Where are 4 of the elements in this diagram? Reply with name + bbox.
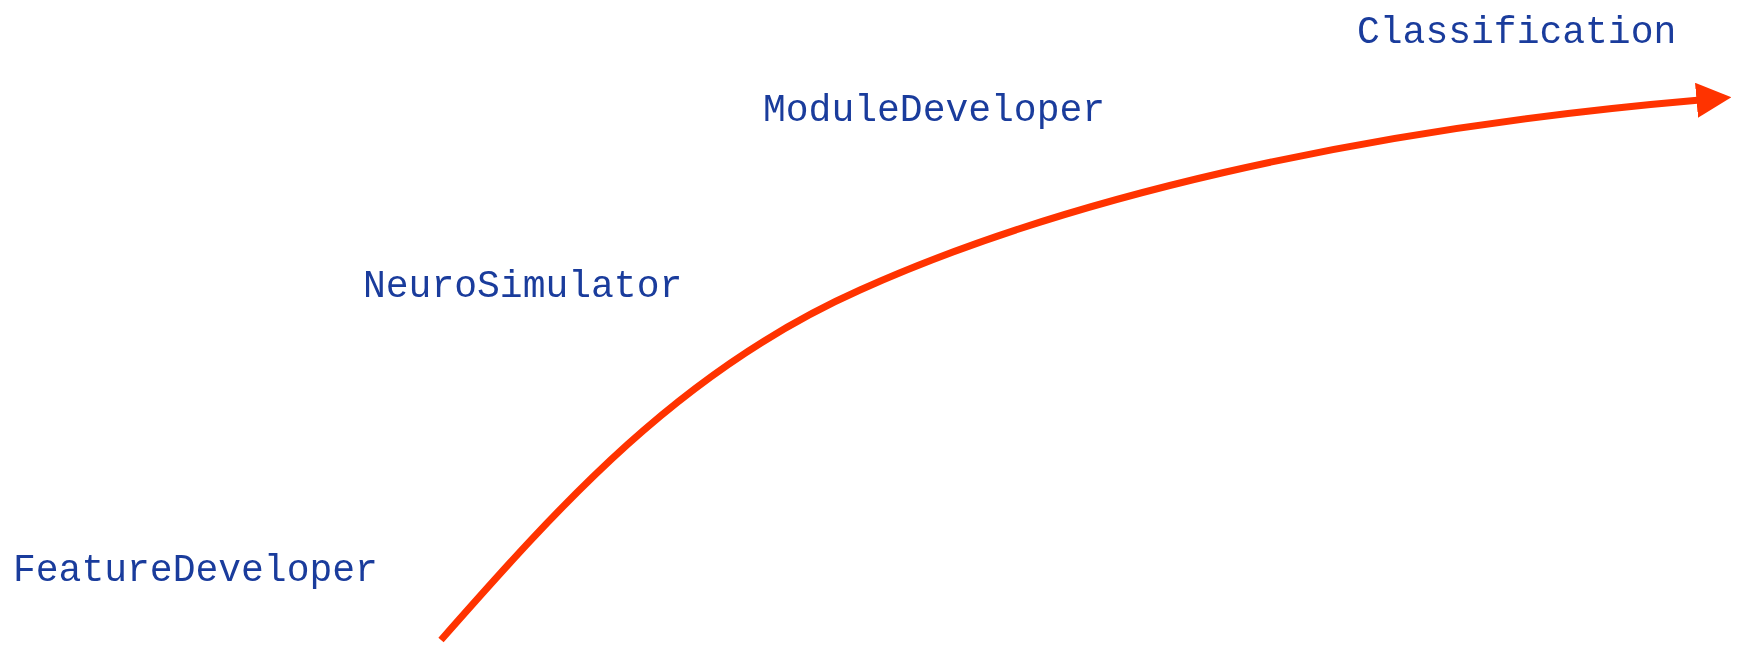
stage-label: NeuroSimulator: [363, 268, 683, 306]
stage-label: FeatureDeveloper: [13, 552, 378, 590]
stage-label: ModuleDeveloper: [763, 92, 1106, 130]
stage-label: Classification: [1357, 14, 1677, 52]
